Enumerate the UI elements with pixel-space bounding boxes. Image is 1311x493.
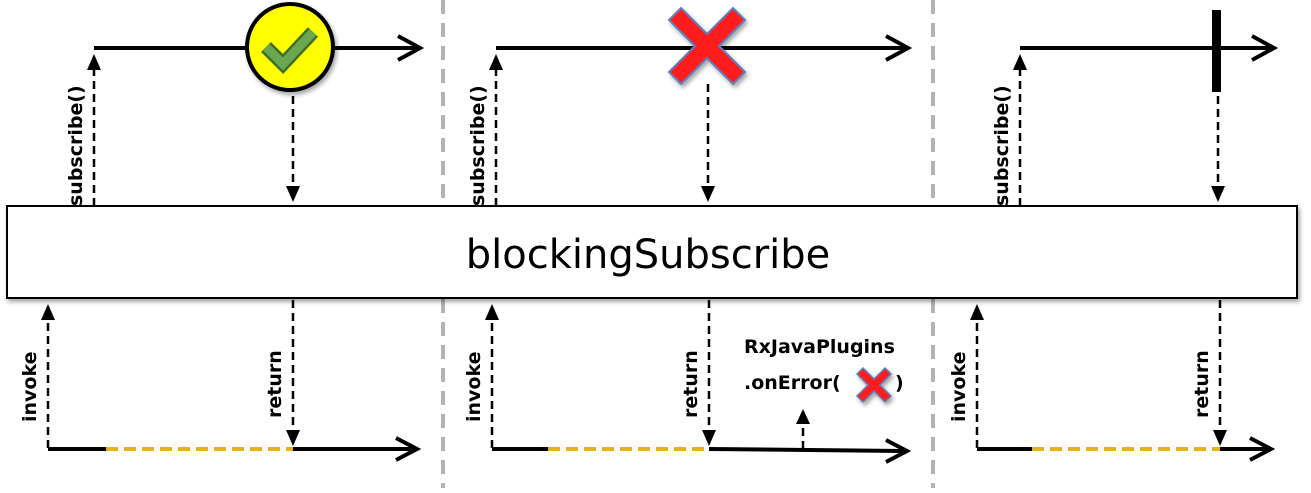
caller-timeline-arrowhead [885, 438, 912, 464]
return-label: return [264, 350, 286, 418]
invoke-label: invoke [463, 352, 485, 423]
operator-name: blockingSubscribe [466, 232, 831, 278]
error-handler-line2-prefix: .onError( [744, 372, 841, 394]
invoke-arrowhead [41, 304, 55, 320]
upstream-timeline-arrowhead [885, 34, 913, 62]
event-down-arrowhead [1211, 186, 1225, 202]
subscribe-label: subscribe() [467, 85, 489, 206]
error-x-icon [855, 366, 893, 404]
return-arrowhead [1213, 430, 1227, 446]
checkmark-icon [245, 2, 335, 92]
invoke-arrowhead [485, 304, 499, 320]
upstream-timeline-arrowhead [1251, 34, 1279, 62]
event-down-arrowhead [286, 186, 300, 202]
subscribe-label: subscribe() [991, 85, 1013, 206]
invoke-arrowhead [970, 304, 984, 320]
caller-timeline-arrowhead [395, 436, 422, 462]
on-error-arrowhead [796, 409, 810, 424]
invoke-label: invoke [948, 352, 970, 423]
panel-complete: subscribe() invoke return [948, 10, 1279, 462]
error-x-icon [667, 6, 747, 86]
operator-box: blockingSubscribe [6, 205, 1298, 299]
event-down-arrowhead [701, 186, 715, 202]
caller-timeline-after-return [708, 447, 907, 453]
return-label: return [1191, 350, 1213, 418]
upstream-timeline-arrowhead [397, 34, 425, 62]
panel-success: subscribe() invoke return [19, 2, 425, 462]
return-label: return [680, 350, 702, 418]
invoke-label: invoke [19, 352, 41, 423]
error-handler-line1: RxJavaPlugins [744, 336, 895, 358]
caller-timeline-arrowhead [1249, 436, 1276, 462]
return-arrowhead [286, 430, 300, 446]
subscribe-arrowhead [489, 54, 503, 70]
panel-error: subscribe() invoke return RxJavaPlugins … [463, 6, 913, 464]
subscribe-arrowhead [1013, 54, 1027, 70]
subscribe-label: subscribe() [65, 85, 87, 206]
subscribe-arrowhead [87, 54, 101, 70]
completion-bar-icon [1212, 10, 1221, 92]
return-arrowhead [702, 430, 716, 446]
error-handler-line2-suffix: ) [895, 372, 904, 394]
